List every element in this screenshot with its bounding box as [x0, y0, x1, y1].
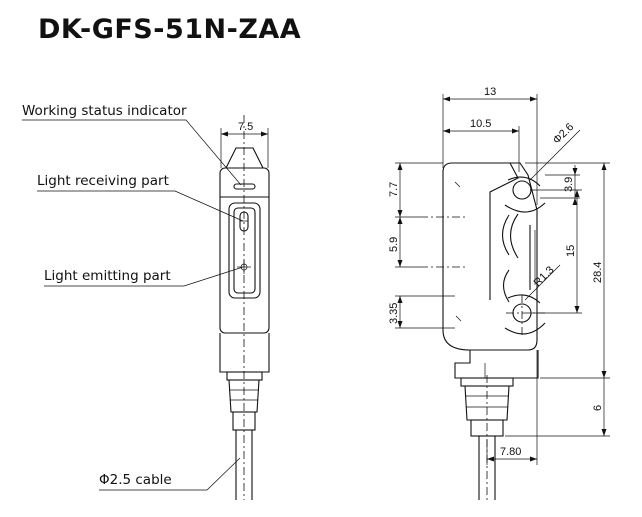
- side-view: [420, 162, 546, 500]
- label-light-emitting: Light emitting part: [44, 268, 171, 284]
- dim-3-9: 3.9: [563, 177, 575, 192]
- label-working-status: Working status indicator: [22, 103, 187, 119]
- page-title: DK-GFS-51N-ZAA: [38, 14, 302, 45]
- dim-side-inner: 10.5: [470, 118, 491, 130]
- dim-6: 6: [592, 405, 604, 411]
- dim-3-35: 3.35: [388, 303, 400, 324]
- dim-15: 15: [565, 245, 577, 257]
- dim-28-4: 28.4: [592, 262, 604, 283]
- dim-r1-3: R1.3: [532, 264, 557, 289]
- side-dimensions: 13 10.5 Φ2.6 7.7 5.9 3.35: [388, 86, 610, 465]
- front-view: 7.5: [219, 115, 270, 500]
- callouts: Working status indicator Light receiving…: [22, 103, 244, 491]
- dim-7-7: 7.7: [388, 182, 400, 197]
- label-light-receiving: Light receiving part: [37, 173, 169, 189]
- dim-5-9: 5.9: [388, 237, 400, 252]
- dim-front-width: 7.5: [238, 121, 253, 133]
- dim-7-80: 7.80: [500, 446, 521, 458]
- label-cable: Φ2.5 cable: [99, 472, 172, 488]
- dim-side-width: 13: [484, 86, 496, 98]
- dim-hole-dia: Φ2.6: [551, 121, 577, 147]
